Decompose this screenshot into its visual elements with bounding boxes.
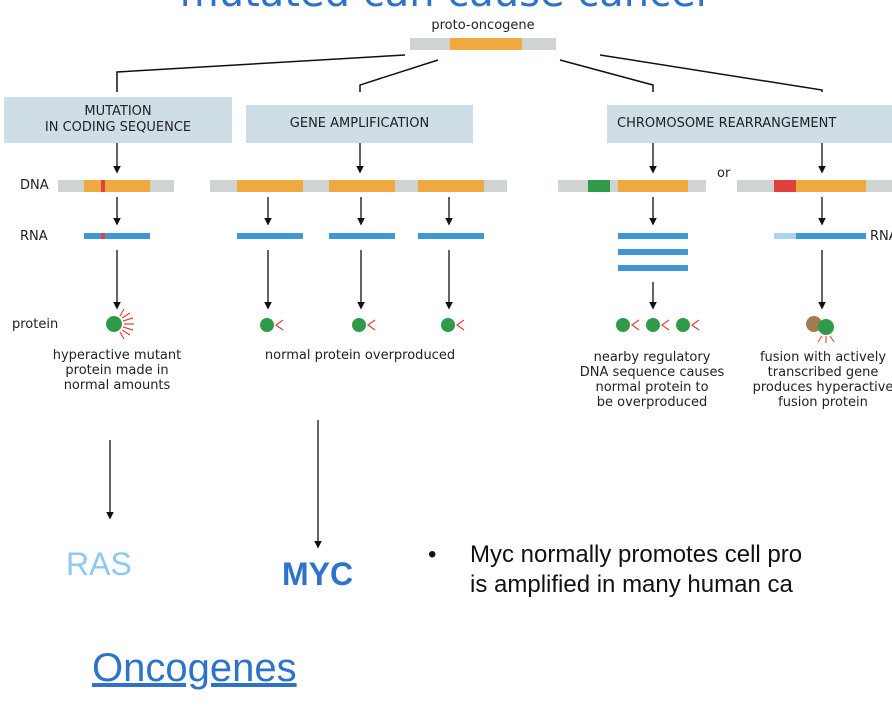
bullet-marker: •	[428, 541, 437, 568]
or-label: or	[717, 166, 731, 181]
header-arrows	[113, 143, 826, 174]
dna-fusion	[737, 180, 892, 192]
bullet-line-1: Myc normally promotes cell pro	[470, 541, 803, 568]
dna-amplified	[210, 180, 507, 192]
proto-oncogene-label: proto-oncogene	[431, 18, 535, 33]
dna-label: DNA	[20, 178, 49, 193]
header-chromosome-rearrangement: CHROMOSOME REARRANGEMENT	[607, 105, 892, 143]
proto-oncogene-bar	[410, 38, 556, 50]
caption-regulatory: nearby regulatory DNA sequence causes no…	[579, 350, 725, 410]
header-gene-amplification: GENE AMPLIFICATION	[246, 105, 473, 143]
caption-amplification: normal protein overproduced	[264, 348, 456, 363]
dna-regulatory	[558, 180, 706, 192]
caption-fusion: fusion with actively transcribed gene pr…	[752, 350, 892, 410]
rna-label-right: RNA	[870, 229, 892, 244]
rna-regulatory	[618, 233, 688, 271]
gene-myc: MYC	[282, 556, 354, 592]
rna-mutation	[84, 233, 150, 239]
rna-amplified	[237, 233, 484, 239]
header-mutation: MUTATION IN CODING SEQUENCE	[4, 97, 232, 143]
gene-ras: RAS	[66, 546, 132, 582]
fusion-protein-icon	[806, 316, 835, 343]
protein-label: protein	[12, 317, 59, 332]
dna-rna-arrows	[113, 197, 826, 226]
normal-protein-icons	[260, 318, 700, 332]
rna-label: RNA	[20, 229, 48, 244]
bullet-line-2: is amplified in many human ca	[470, 571, 793, 598]
caption-mutation: hyperactive mutant protein made in norma…	[52, 348, 182, 393]
lower-arrows	[106, 420, 322, 549]
rna-protein-arrows	[113, 250, 826, 310]
rna-fusion	[774, 233, 866, 239]
hyperactive-protein-icon	[106, 308, 134, 340]
oncogenes-heading[interactable]: Oncogenes	[92, 646, 297, 690]
slide-title: mutated can cause cancer	[0, 0, 892, 16]
dna-mutation	[58, 180, 174, 192]
branch-lines	[116, 54, 823, 92]
